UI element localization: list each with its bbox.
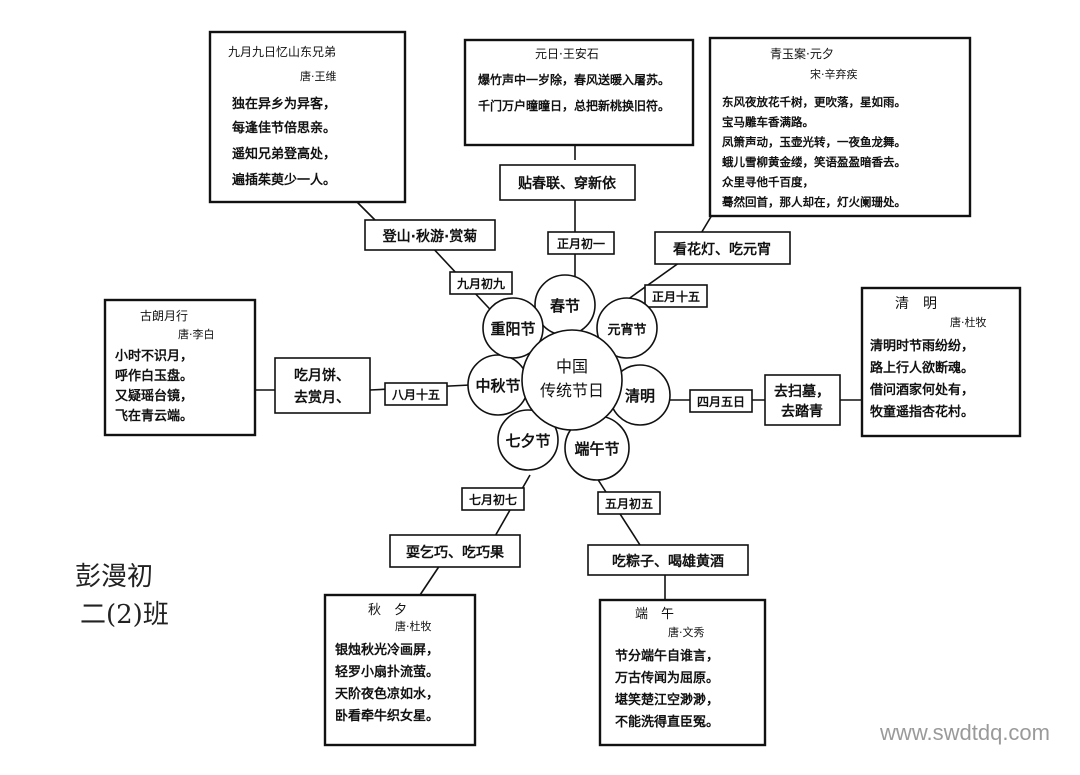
poem-line: 万古传闻为屈原。: [614, 670, 719, 686]
poem-author-qixi: 唐·杜牧: [395, 619, 432, 633]
poem-line: 小时不识月，: [115, 348, 193, 364]
poem-line: 卧看牵牛织女星。: [335, 708, 439, 724]
poem-title-lantern: 青玉案·元夕: [770, 46, 834, 61]
poem-box-midautumn: 古朗月行 唐·李白 小时不识月， 呼作白玉盘。 又疑瑶台镜， 飞在青云端。: [103, 298, 257, 437]
date-tag-midautumn: 八月十五: [384, 382, 448, 406]
petal-label-qingming: 清明: [625, 387, 655, 405]
signature-class: 二(2)班: [80, 600, 169, 630]
custom-box-midautumn: 吃月饼、 去赏月、: [274, 357, 371, 414]
poem-author-lantern: 宋·辛弃疾: [810, 67, 858, 81]
custom-box-qixi: 耍乞巧、吃巧果: [389, 534, 521, 568]
poem-line: 不能洗得直臣冤。: [615, 714, 719, 730]
poem-box-dragon: 端 午 唐·文秀 节分端午自谁言， 万古传闻为屈原。 堪笑楚江空渺渺， 不能洗得…: [598, 598, 767, 747]
center-circle: [521, 329, 623, 431]
date-tag-chongyang: 九月初九: [449, 271, 513, 295]
date-label-lantern: 正月十五: [652, 289, 700, 304]
poem-box-qingming: 清 明 唐·杜牧 清明时节雨纷纷， 路上行人欲断魂。 借问酒家何处有， 牧童遥指…: [860, 286, 1022, 438]
watermark: www.swdtdq.com: [879, 720, 1050, 745]
poem-title-qixi: 秋 夕: [368, 603, 407, 618]
custom-label-qingming-1: 去扫墓，: [774, 383, 830, 400]
date-tag-spring: 正月初一: [547, 231, 615, 255]
date-label-dragon: 五月初五: [605, 496, 653, 511]
petal-lantern-circle: [596, 297, 658, 359]
date-label-qingming: 四月五日: [697, 395, 745, 409]
poem-line: 又疑瑶台镜，: [114, 388, 193, 404]
poem-line: 爆竹声中一岁除，春风送暖入屠苏。: [478, 72, 670, 87]
poem-line: 众里寻他千百度，: [722, 175, 814, 189]
poem-title-chongyang: 九月九日忆山东兄弟: [228, 45, 336, 59]
poem-line: 凤箫声动，玉壶光转，一夜鱼龙舞。: [722, 135, 906, 149]
poem-line: 东风夜放花千树，更吹落，星如雨。: [722, 95, 906, 109]
poem-title-midautumn: 古朗月行: [140, 308, 188, 323]
flower: 春节 元宵节 清明 端午节 七夕节 中秋节 重阳节 中国 传统节日: [467, 274, 671, 481]
custom-label-qingming-2: 去踏青: [781, 403, 823, 420]
poem-line: 每逢佳节倍思亲。: [232, 120, 336, 136]
custom-box-lantern: 看花灯、吃元宵: [654, 231, 791, 265]
date-label-spring: 正月初一: [557, 236, 605, 251]
custom-box-dragon: 吃粽子、喝雄黄酒: [587, 544, 749, 576]
petal-qixi-circle: [497, 409, 559, 471]
date-tag-dragon: 五月初五: [597, 491, 661, 515]
poem-author-qingming: 唐·杜牧: [950, 315, 987, 329]
poem-line: 蓦然回首，那人却在，灯火阑珊处。: [722, 195, 906, 209]
custom-box-chongyang: 登山·秋游·赏菊: [364, 219, 496, 251]
poem-box-spring: 元日·王安石 爆竹声中一岁除，春风送暖入屠苏。 千门万户曈曈日，总把新桃换旧符。: [463, 38, 695, 147]
petal-label-chongyang: 重阳节: [490, 320, 535, 338]
poem-author-midautumn: 唐·李白: [178, 327, 215, 341]
custom-box-qingming: 去扫墓， 去踏青: [764, 374, 841, 426]
custom-label-lantern: 看花灯、吃元宵: [672, 241, 771, 258]
date-label-midautumn: 八月十五: [391, 387, 440, 402]
date-tag-qixi: 七月初七: [461, 487, 525, 511]
poem-line: 清明时节雨纷纷，: [870, 338, 974, 354]
poem-line: 路上行人欲断魂。: [870, 360, 974, 376]
poem-box-chongyang: 九月九日忆山东兄弟 唐·王维 独在异乡为异客， 每逢佳节倍思亲。 遥知兄弟登高处…: [208, 30, 407, 204]
poem-box-lantern: 青玉案·元夕 宋·辛弃疾 东风夜放花千树，更吹落，星如雨。 宝马雕车香满路。 凤…: [708, 36, 972, 218]
center-title-line1: 中国: [556, 357, 588, 376]
custom-label-chongyang: 登山·秋游·赏菊: [382, 228, 478, 245]
poem-line: 千门万户曈曈日，总把新桃换旧符。: [478, 98, 670, 113]
custom-label-midautumn-1: 吃月饼、: [294, 367, 350, 384]
custom-label-dragon: 吃粽子、喝雄黄酒: [612, 553, 724, 570]
poem-title-spring: 元日·王安石: [535, 46, 599, 61]
poem-line: 借问酒家何处有，: [869, 382, 974, 398]
poem-line: 堪笑楚江空渺渺，: [615, 692, 719, 708]
poem-line: 节分端午自谁言，: [615, 648, 719, 664]
poem-line: 飞在青云端。: [115, 408, 193, 424]
signature-name: 彭漫初: [75, 562, 153, 592]
poem-line: 遥知兄弟登高处，: [232, 146, 336, 162]
date-tag-lantern: 正月十五: [644, 284, 708, 308]
center-title-line2: 传统节日: [540, 381, 604, 400]
date-label-qixi: 七月初七: [469, 492, 517, 507]
date-tag-qingming: 四月五日: [689, 389, 753, 413]
signature: 彭漫初 二(2)班: [75, 562, 169, 630]
poem-line: 蛾儿雪柳黄金缕，笑语盈盈暗香去。: [722, 155, 906, 169]
poem-title-dragon: 端 午: [635, 607, 674, 622]
petal-label-midautumn: 中秋节: [475, 377, 520, 395]
petal-label-dragon: 端午节: [574, 440, 619, 458]
poem-line: 呼作白玉盘。: [115, 368, 193, 384]
petal-label-qixi: 七夕节: [505, 432, 550, 450]
custom-label-qixi: 耍乞巧、吃巧果: [406, 544, 505, 561]
poem-line: 轻罗小扇扑流萤。: [335, 664, 439, 680]
poem-box-qixi: 秋 夕 唐·杜牧 银烛秋光冷画屏， 轻罗小扇扑流萤。 天阶夜色凉如水， 卧看牵牛…: [323, 593, 477, 747]
poem-line: 宝马雕车香满路。: [722, 115, 814, 129]
custom-label-midautumn-2: 去赏月、: [294, 389, 350, 406]
connector-qixi-poem: [419, 564, 441, 596]
poem-line: 遍插茱萸少一人。: [231, 172, 336, 188]
poem-line: 独在异乡为异客，: [232, 96, 336, 112]
petal-label-spring: 春节: [550, 297, 580, 315]
petal-chongyang-circle: [482, 297, 544, 359]
poem-author-dragon: 唐·文秀: [668, 625, 705, 639]
poem-author-chongyang: 唐·王维: [300, 69, 337, 83]
poem-line: 银烛秋光冷画屏，: [335, 642, 439, 658]
petal-label-lantern: 元宵节: [607, 322, 646, 338]
poem-line: 天阶夜色凉如水，: [335, 686, 439, 702]
poem-line: 牧童遥指杏花村。: [870, 404, 974, 420]
custom-label-spring: 贴春联、穿新依: [518, 175, 617, 192]
poem-title-qingming: 清 明: [895, 296, 937, 312]
custom-box-spring: 贴春联、穿新依: [499, 164, 636, 201]
date-label-chongyang: 九月初九: [456, 276, 505, 291]
